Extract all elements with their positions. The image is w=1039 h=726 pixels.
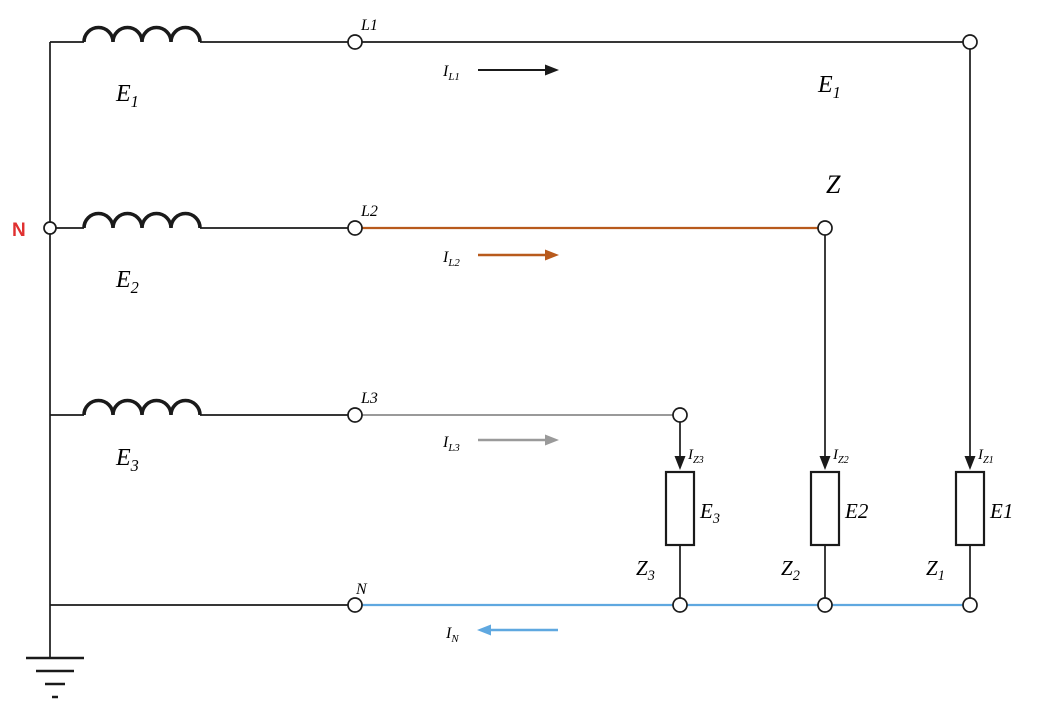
current-arrowhead-il3 — [545, 434, 559, 446]
node-n-z2 — [817, 597, 833, 613]
label-line-l3: L3 — [360, 390, 378, 407]
label-load-e2: E2 — [844, 499, 869, 523]
node-n-z3 — [672, 597, 688, 613]
label-phase-e1: E1 — [817, 72, 841, 102]
label-neutral-point: N — [12, 220, 26, 241]
label-source-e3: E3 — [115, 445, 139, 475]
source-e1 — [50, 25, 348, 43]
label-current-iz3: IZ3 — [687, 447, 704, 466]
source-e2 — [50, 211, 348, 229]
label-current-il3: IL3 — [442, 434, 460, 454]
node-l2-top — [817, 220, 833, 236]
impedance-box-z1 — [954, 470, 986, 547]
current-arrowhead-iz3 — [674, 456, 686, 470]
line-l1-wire — [362, 41, 971, 598]
label-load-e1: E1 — [989, 499, 1013, 523]
current-arrowhead-in — [477, 624, 491, 636]
node-l3-top — [672, 407, 688, 423]
terminal-l3 — [347, 407, 363, 423]
label-load-z2: Z2 — [781, 556, 800, 584]
source-e3 — [50, 398, 348, 416]
label-source-e1: E1 — [115, 81, 139, 111]
current-arrowhead-iz2 — [819, 456, 831, 470]
current-arrow-il3 — [478, 434, 559, 446]
terminal-n — [347, 597, 363, 613]
label-current-il1: IL1 — [442, 63, 460, 83]
inductor-coil-e3 — [82, 398, 202, 416]
inductor-coil-e2 — [82, 211, 202, 229]
label-current-iz1: IZ1 — [977, 447, 994, 466]
current-arrowhead-il2 — [545, 249, 559, 261]
node-n-z1 — [962, 597, 978, 613]
label-impedance-z: Z — [826, 170, 841, 199]
current-arrowhead-iz1 — [964, 456, 976, 470]
current-arrow-il1 — [478, 64, 559, 76]
neutral-point-terminal — [43, 221, 57, 235]
impedance-box-z3 — [664, 470, 696, 547]
label-line-n: N — [355, 581, 368, 598]
label-load-z1: Z1 — [926, 556, 945, 584]
node-l1-top — [962, 34, 978, 50]
impedance-box-z2 — [809, 470, 841, 547]
ground-symbol — [26, 656, 84, 699]
label-current-il2: IL2 — [442, 249, 460, 269]
neutral-bus-wire — [49, 42, 348, 658]
label-current-iz2: IZ2 — [832, 447, 849, 466]
current-arrowhead-il1 — [545, 64, 559, 76]
label-line-l2: L2 — [360, 203, 378, 220]
current-arrow-il2 — [478, 249, 559, 261]
current-arrow-in — [477, 624, 558, 636]
label-load-e3: E3 — [699, 499, 720, 527]
inductor-coil-e1 — [82, 25, 202, 43]
label-line-l1: L1 — [360, 17, 378, 34]
label-source-e2: E2 — [115, 267, 139, 297]
label-load-z3: Z3 — [636, 556, 655, 584]
terminal-l2 — [347, 220, 363, 236]
terminal-l1 — [347, 34, 363, 50]
label-current-in: IN — [445, 625, 459, 645]
